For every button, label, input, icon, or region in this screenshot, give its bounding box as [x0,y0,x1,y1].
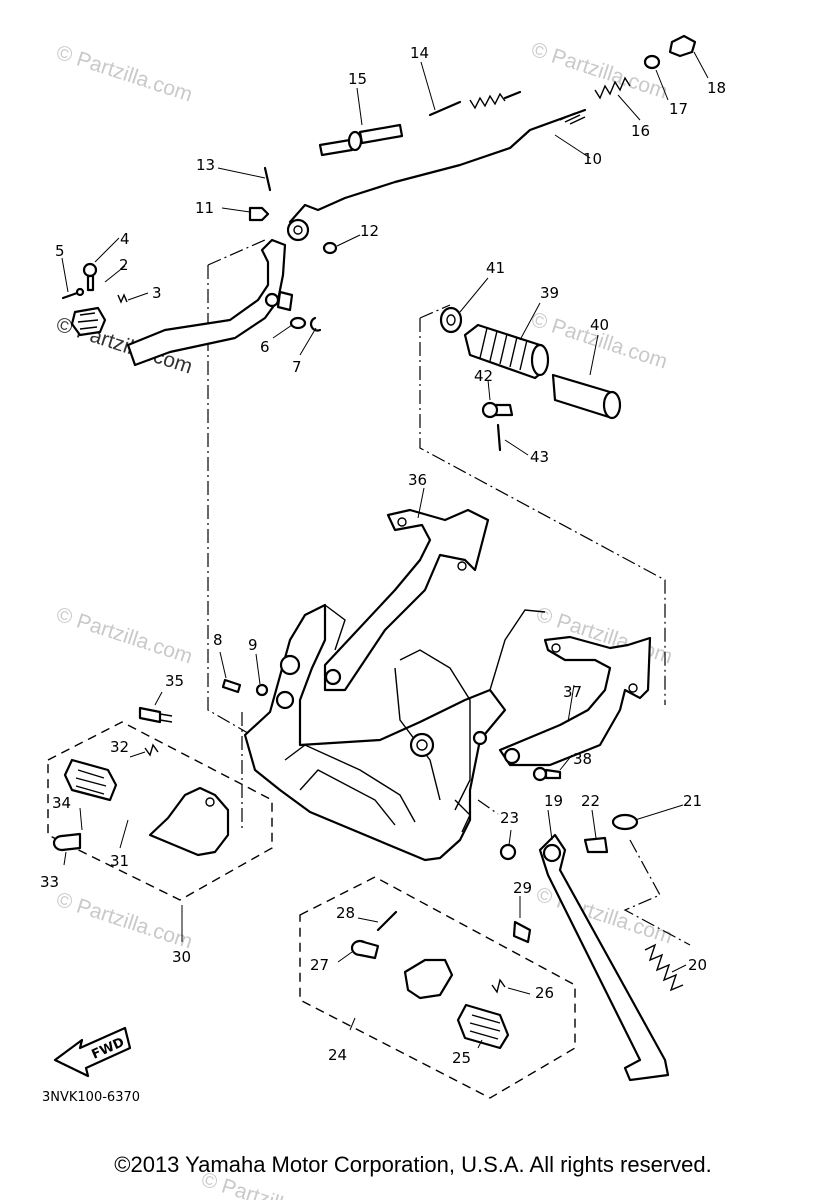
fwd-arrow-icon: FWD [53,1026,132,1078]
callout-18: 18 [707,79,726,97]
callout-labels: 2 3 4 5 6 7 8 9 10 11 12 13 14 15 16 17 … [40,44,726,1067]
callout-8: 8 [213,631,223,649]
frame [243,603,546,862]
part-32-spring [144,743,159,757]
part-10-brake-rod [286,108,587,242]
callout-28: 28 [336,904,355,922]
callout-22: 22 [581,792,600,810]
part-35-bolt [138,706,173,724]
callout-19: 19 [544,792,563,810]
part-8-bolt [221,678,242,694]
diagram-code: 3NVK100-6370 [42,1090,140,1105]
callout-11: 11 [195,199,214,217]
callout-29: 29 [513,879,532,897]
callout-14: 14 [410,44,429,62]
part-26-spring [491,978,506,994]
watermark: © Partzilla.com [533,883,675,949]
callout-23: 23 [500,809,519,827]
callout-3: 3 [152,284,162,302]
callout-25: 25 [452,1049,471,1067]
part-34-footrest [63,758,118,802]
part-5-bolt [61,287,85,300]
part-42-pin [481,401,514,419]
part-33-pin [52,832,82,852]
callout-26: 26 [535,984,554,1002]
watermark: © Partzilla.com [53,603,195,669]
part-28-cotter-pin [376,910,398,932]
part-16-spring [594,76,631,100]
part-1-brake-pedal [70,238,294,367]
callout-37: 37 [563,683,582,701]
part-23-nut [499,843,517,861]
callout-5: 5 [55,242,65,260]
part-21-plate [611,813,639,831]
callout-4: 4 [120,230,130,248]
part-17-nut [643,54,661,70]
watermark: © Partzilla.com [528,38,670,104]
part-4-pin [82,262,98,292]
callout-7: 7 [292,358,302,376]
part-36-footrest-bracket [323,508,490,692]
callout-30: 30 [172,948,191,966]
part-37-footrest-bracket [498,635,652,767]
watermarks: © Partzilla.com © Partzilla.com © Partzi… [53,38,675,1200]
callout-13: 13 [196,156,215,174]
part-24-bracket [403,958,454,1000]
callout-35: 35 [165,672,184,690]
part-15-shaft [318,123,404,157]
callout-21: 21 [683,792,702,810]
callout-15: 15 [348,70,367,88]
part-14-spring [428,90,522,117]
part-29-bolt [512,920,532,944]
callout-42: 42 [474,367,493,385]
callout-33: 33 [40,873,59,891]
callout-34: 34 [52,794,71,812]
callout-20: 20 [688,956,707,974]
part-22-bolt [583,836,609,854]
callout-6: 6 [260,338,270,356]
part-41-washer [439,306,463,334]
part-31-bracket [148,786,230,857]
part-6-washer [289,316,307,330]
part-3-spring [117,293,128,304]
callout-27: 27 [310,956,329,974]
callout-39: 39 [540,284,559,302]
callout-43: 43 [530,448,549,466]
part-39-footrest-grip [463,323,550,380]
part-19-sidestand [538,833,670,1082]
callout-36: 36 [408,471,427,489]
callout-40: 40 [590,316,609,334]
callout-41: 41 [486,259,505,277]
callout-9: 9 [248,636,258,654]
callout-10: 10 [583,150,602,168]
part-20-spring [644,943,684,992]
part-7-circlip [309,316,322,332]
watermark: © Partzilla.com [53,41,195,107]
callout-24: 24 [328,1046,347,1064]
callout-2: 2 [119,256,129,274]
callout-32: 32 [110,738,129,756]
callout-12: 12 [360,222,379,240]
part-18-wing-nut [668,34,697,58]
part-38-bolt [532,766,562,782]
part-11-pin [248,206,270,222]
group-outlines [47,239,691,1099]
part-9-nut [255,683,269,697]
part-25-footrest [456,1003,510,1050]
callout-31: 31 [110,852,129,870]
callout-16: 16 [631,122,650,140]
part-13-cotter-pin [263,166,272,192]
copyright-notice: ©2013 Yamaha Motor Corporation, U.S.A. A… [114,1152,712,1177]
part-27-pin [350,939,380,960]
part-43-cotter-pin [496,423,502,452]
callout-17: 17 [669,100,688,118]
part-40-pin [551,373,622,420]
leader-lines [61,51,709,1049]
part-12-washer [322,241,338,255]
callout-38: 38 [573,750,592,768]
